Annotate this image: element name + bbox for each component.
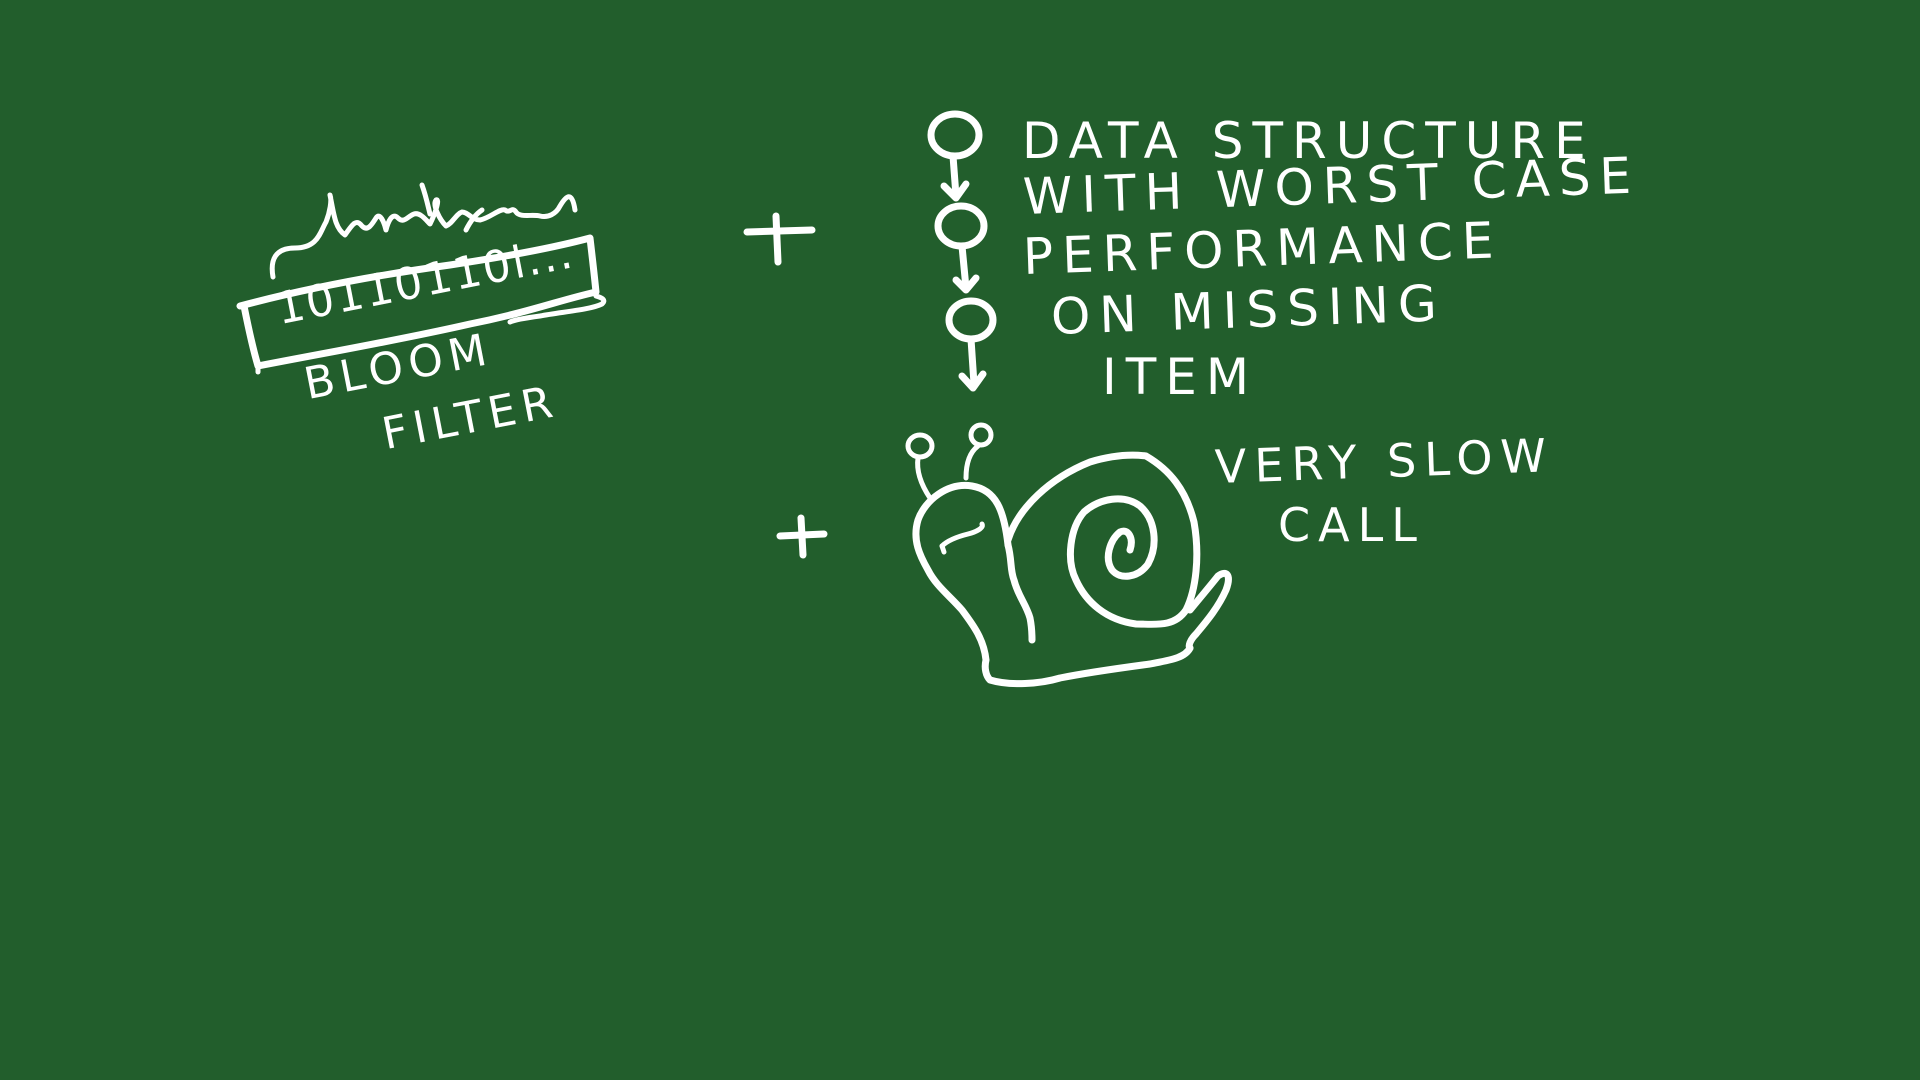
linked-list-icon xyxy=(927,110,997,392)
data-structure-line5: ITEM xyxy=(1102,348,1259,406)
data-structure-line1: DATA STRUCTURE xyxy=(1022,112,1595,170)
snail-icon xyxy=(905,422,1232,688)
bit-array-icon xyxy=(236,234,607,375)
slow-call-line2: CALL xyxy=(1278,498,1425,552)
plus-icon-top xyxy=(743,212,816,266)
hash-squiggle-icon xyxy=(269,182,578,280)
plus-icon-bottom xyxy=(776,514,828,559)
